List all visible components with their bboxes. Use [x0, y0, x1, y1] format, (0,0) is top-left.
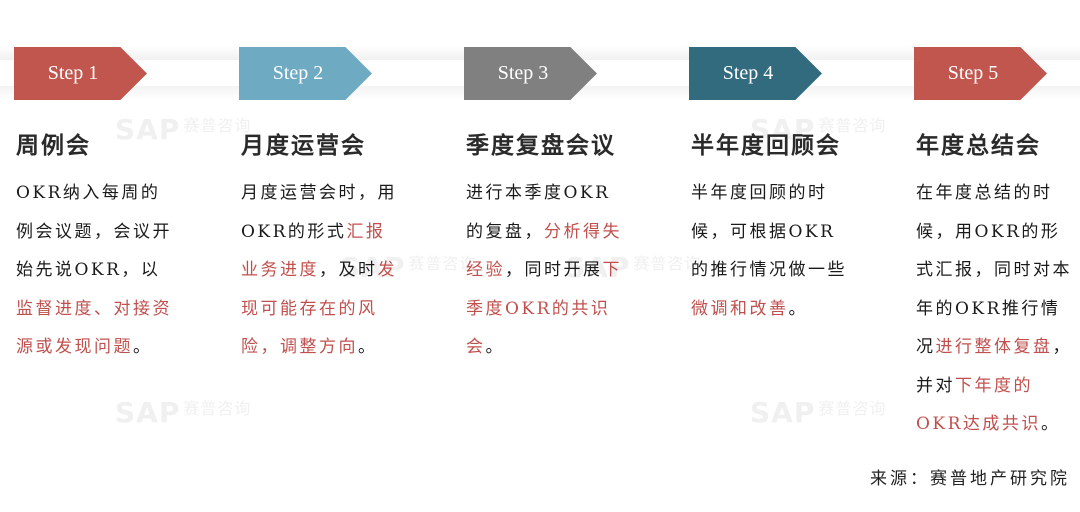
step-description: 月度运营会时，用OKR的形式汇报业务进度，及时发现可能存在的风险，调整方向。 [241, 174, 401, 367]
body-text: 。 [1040, 414, 1061, 434]
highlighted-text: 监督进度、对接资源或发现问题 [16, 298, 172, 358]
highlighted-text: 微调和改善 [691, 298, 789, 319]
step-1-column: 周例会 OKR纳入每周的例会议题，会议开始先说OKR，以监督进度、对接资源或发现… [16, 128, 176, 367]
step-description: 在年度总结的时候，用OKR的形式汇报，同时对本年的OKR推行情况进行整体复盘，并… [916, 174, 1078, 444]
step-2-arrow: Step 2 [239, 47, 372, 100]
body-text: 。 [485, 337, 505, 357]
step-description: OKR纳入每周的例会议题，会议开始先说OKR，以监督进度、对接资源或发现问题。 [16, 174, 176, 367]
body-text: 半年度回顾的时候，可根据OKR的推行情况做一些 [691, 183, 847, 280]
step-5-column: 年度总结会 在年度总结的时候，用OKR的形式汇报，同时对本年的OKR推行情况进行… [916, 128, 1078, 444]
body-text: 。 [358, 337, 378, 357]
step-1-arrow: Step 1 [14, 47, 147, 100]
body-text: 在年度总结的时候，用OKR的形式汇报，同时对本年的OKR推行情况 [916, 183, 1072, 357]
highlighted-text: 进行整体复盘 [935, 337, 1053, 357]
body-text: 进行本季度OKR的复盘， [466, 183, 611, 242]
step-2-column: 月度运营会 月度运营会时，用OKR的形式汇报业务进度，及时发现可能存在的风险，调… [241, 128, 401, 367]
source-note: 来源：赛普地产研究院 [870, 469, 1070, 489]
step-5-arrow: Step 5 [914, 47, 1047, 100]
step-description: 半年度回顾的时候，可根据OKR的推行情况做一些微调和改善。 [691, 174, 851, 328]
step-4-arrow: Step 4 [689, 47, 822, 100]
body-text: ，并对 [916, 337, 1072, 396]
step-title: 半年度回顾会 [691, 132, 841, 159]
step-title: 年度总结会 [916, 132, 1041, 159]
body-text: OKR纳入每周的例会议题，会议开始先说OKR，以 [16, 183, 172, 280]
highlighted-text: 汇报业务进度 [241, 221, 386, 281]
highlighted-text: 下季度OKR的共识会 [466, 260, 622, 357]
body-text: ，及时 [319, 260, 378, 280]
step-title: 周例会 [16, 132, 91, 159]
step-title: 季度复盘会议 [466, 132, 616, 159]
highlighted-text: 下年度的OKR达成共识 [916, 375, 1041, 435]
step-3-arrow: Step 3 [464, 47, 597, 100]
highlighted-text: 发现可能存在的风险，调整方向 [241, 260, 397, 357]
step-description: 进行本季度OKR的复盘，分析得失经验，同时开展下季度OKR的共识会。 [466, 174, 626, 367]
step-4-column: 半年度回顾会 半年度回顾的时候，可根据OKR的推行情况做一些微调和改善。 [691, 128, 851, 328]
step-title: 月度运营会 [241, 132, 366, 159]
body-text: 。 [788, 298, 808, 319]
highlighted-text: 分析得失经验 [466, 221, 622, 281]
step-3-column: 季度复盘会议 进行本季度OKR的复盘，分析得失经验，同时开展下季度OKR的共识会… [466, 128, 626, 367]
body-text: 。 [133, 337, 153, 357]
body-text: 月度运营会时，用OKR的形式 [241, 183, 397, 242]
body-text: ，同时开展 [505, 260, 603, 280]
